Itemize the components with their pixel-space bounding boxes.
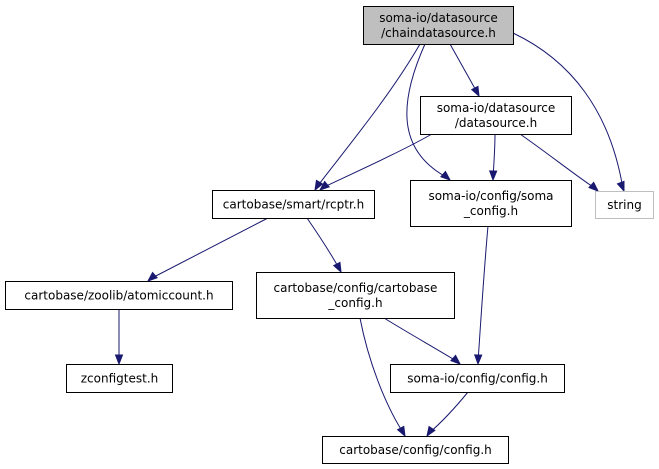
node-box <box>390 364 565 393</box>
node-cartobase-config-h[interactable]: cartobase/config/cartobase_config.h <box>256 272 455 319</box>
edge-somaio_config-to-cartobase_configh <box>426 391 469 438</box>
arrowhead-icon <box>616 180 625 193</box>
node-cartobase-config-config-h[interactable]: cartobase/config/config.h <box>322 436 509 464</box>
node-box <box>420 96 572 135</box>
node-soma-config-h[interactable]: soma-io/config/soma_config.h <box>410 180 572 227</box>
node-box <box>212 190 375 219</box>
node-box <box>5 281 233 310</box>
edge-chaindatasource-to-soma_config <box>406 43 452 181</box>
node-label: _config.h <box>463 204 518 218</box>
node-label: cartobase/config/cartobase <box>274 281 438 295</box>
node-somaio-config-config-h[interactable]: soma-io/config/config.h <box>390 364 565 393</box>
node-datasource-h[interactable]: soma-io/datasource/datasource.h <box>420 96 572 135</box>
edge-chaindatasource-to-string <box>512 32 625 193</box>
node-label: /datasource.h <box>455 116 537 130</box>
node-box <box>256 272 455 319</box>
node-zconfigtest-h[interactable]: zconfigtest.h <box>66 364 173 393</box>
arrowhead-icon <box>318 180 331 191</box>
edge-soma_config-to-somaio_config <box>473 225 489 366</box>
edge-chaindatasource-to-datasource <box>449 43 480 98</box>
edge-line <box>406 43 449 179</box>
node-string: string <box>595 191 654 219</box>
edge-line <box>383 317 459 363</box>
node-label: zconfigtest.h <box>81 372 158 386</box>
edge-atomiccount-to-zconfigtest <box>114 308 124 366</box>
arrowhead-icon <box>314 179 324 192</box>
node-label: soma-io/config/config.h <box>407 372 548 386</box>
edge-chaindatasource-to-rcptr <box>314 43 421 192</box>
node-rcptr-h[interactable]: cartobase/smart/rcptr.h <box>212 190 375 219</box>
arrowhead-icon <box>114 354 124 366</box>
node-label: cartobase/smart/rcptr.h <box>223 198 364 212</box>
edge-cartobase_config-to-cartobase_configh <box>359 317 406 438</box>
arrowhead-icon <box>488 170 498 182</box>
node-label: soma-io/datasource <box>379 11 498 25</box>
node-label: soma-io/datasource <box>437 101 556 115</box>
node-box <box>322 436 509 464</box>
edge-rcptr-to-cartobase_config <box>306 217 342 274</box>
nodes-layer: soma-io/datasource/chaindatasource.hsoma… <box>5 6 654 464</box>
arrowhead-icon <box>450 354 462 365</box>
node-label: string <box>607 198 641 212</box>
node-box <box>595 191 654 219</box>
arrowhead-icon <box>332 261 342 274</box>
edge-line <box>359 317 405 435</box>
edges-layer <box>114 32 625 438</box>
edge-line <box>149 217 269 280</box>
node-label: /chaindatasource.h <box>381 26 496 40</box>
node-box <box>410 180 572 227</box>
edge-rcptr-to-atomiccount <box>146 217 269 282</box>
edge-cartobase_config-to-somaio_config <box>383 317 462 365</box>
edge-line <box>306 217 341 271</box>
node-atomiccount-h[interactable]: cartobase/zoolib/atomiccount.h <box>5 281 233 310</box>
node-box <box>363 6 514 45</box>
arrowhead-icon <box>426 425 436 438</box>
node-label: cartobase/zoolib/atomiccount.h <box>24 289 213 303</box>
arrowhead-icon <box>473 354 483 366</box>
edge-line <box>519 133 597 190</box>
node-chaindatasource-h[interactable]: soma-io/datasource/chaindatasource.h <box>363 6 514 45</box>
arrowhead-icon <box>440 170 452 181</box>
node-box <box>66 364 173 393</box>
edge-line <box>449 43 479 95</box>
node-label: cartobase/config/config.h <box>339 443 491 457</box>
edge-line <box>477 225 489 363</box>
arrowhead-icon <box>146 271 158 282</box>
edge-datasource-to-soma_config <box>488 133 498 182</box>
node-label: _config.h <box>327 296 382 310</box>
edge-line <box>512 32 624 190</box>
node-label: soma-io/config/soma <box>428 189 553 203</box>
edge-line <box>427 391 469 435</box>
arrowhead-icon <box>396 425 406 438</box>
arrowhead-icon <box>470 85 480 98</box>
edge-line <box>321 133 433 189</box>
edge-datasource-to-rcptr <box>318 133 433 191</box>
edge-datasource-to-string <box>519 133 600 192</box>
arrowhead-icon <box>588 181 600 192</box>
edge-line <box>315 43 421 189</box>
